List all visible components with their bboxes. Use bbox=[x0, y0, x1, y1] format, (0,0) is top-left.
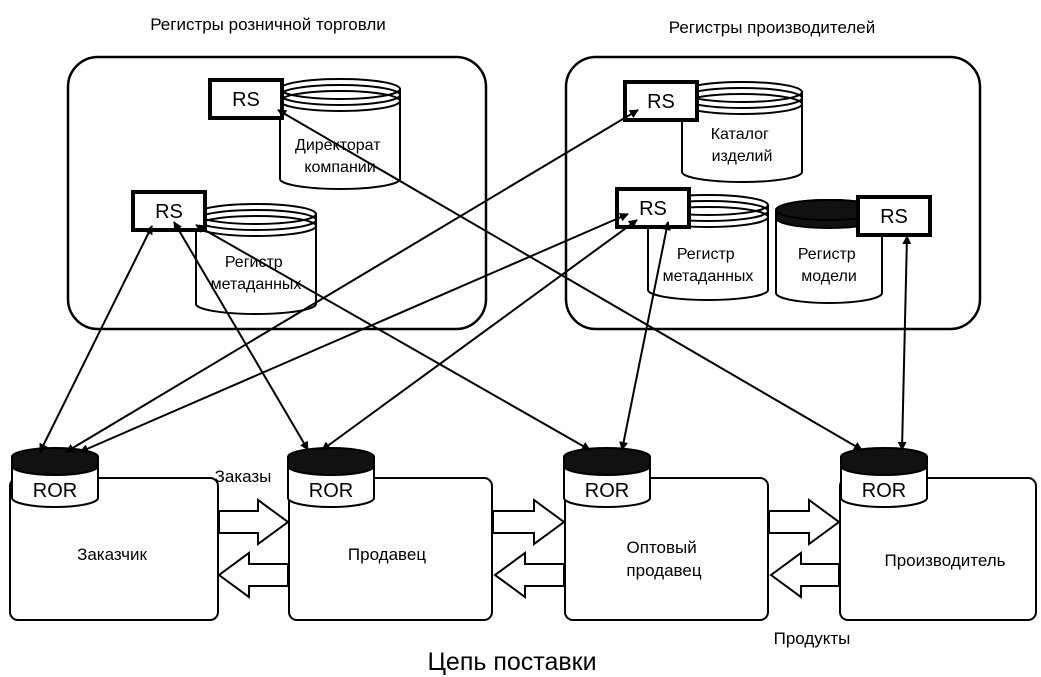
ror-label: ROR bbox=[33, 480, 77, 502]
svg-text:Оптовый продавец: Оптовый продавец bbox=[626, 538, 701, 580]
product-arrow-wholesaler-seller bbox=[493, 551, 565, 599]
flow-arrows bbox=[217, 498, 841, 599]
product-catalog-line1: Каталог bbox=[711, 126, 769, 143]
connection-arrow bbox=[277, 109, 863, 451]
manufacturer-box: Производитель bbox=[839, 477, 1037, 621]
ror-label: ROR bbox=[309, 480, 353, 502]
company-directory-registry: Директорат компании bbox=[279, 78, 401, 190]
connection-arrow bbox=[619, 221, 671, 451]
connection-arrow bbox=[897, 235, 912, 451]
product-catalog-registry: Каталог изделий bbox=[681, 81, 803, 183]
manufacturer-metadata-line2: метаданных bbox=[663, 268, 754, 285]
ror-label: ROR bbox=[862, 480, 906, 502]
wholesaler-label-line2: продавец bbox=[626, 561, 701, 580]
rs-label: RS bbox=[232, 89, 260, 111]
svg-text:Заказчик: Заказчик bbox=[77, 545, 147, 564]
model-registry-line2: модели bbox=[801, 268, 857, 285]
connections bbox=[39, 109, 912, 453]
seller-box: Продавец bbox=[288, 477, 493, 621]
product-catalog-line2: изделий bbox=[712, 148, 773, 165]
product-arrow-manufacturer-wholesaler bbox=[769, 551, 840, 599]
products-label: Продукты bbox=[774, 629, 851, 648]
wholesaler-box: Оптовый продавец bbox=[564, 477, 769, 621]
rs-label: RS bbox=[639, 198, 667, 220]
rs-box-retail-metadata: RS bbox=[131, 190, 207, 232]
manufacturer-registries-title: Регистры производителей bbox=[669, 18, 876, 37]
rs-box-product-catalog: RS bbox=[623, 80, 699, 122]
rs-box-manufacturer-metadata: RS bbox=[615, 187, 691, 229]
ror-customer: ROR bbox=[11, 447, 99, 508]
connection-arrow bbox=[79, 213, 629, 453]
svg-text:Производитель: Производитель bbox=[884, 551, 1005, 570]
ror-label: ROR bbox=[585, 480, 629, 502]
connection-arrow bbox=[195, 224, 591, 451]
order-arrow-customer-seller bbox=[218, 498, 290, 546]
ror-seller: ROR bbox=[287, 447, 375, 508]
retail-metadata-line1: Регистр bbox=[225, 254, 283, 271]
order-arrow-seller-wholesaler bbox=[492, 498, 566, 546]
supply-chain-caption: Цепь поставки bbox=[427, 648, 596, 676]
rs-label: RS bbox=[880, 206, 908, 228]
rs-box-company-directory: RS bbox=[208, 78, 284, 120]
svg-text:Продавец: Продавец bbox=[348, 545, 426, 564]
connection-arrow bbox=[39, 225, 153, 453]
customer-label: Заказчик bbox=[77, 545, 147, 564]
connection-arrow bbox=[321, 219, 638, 451]
rs-label: RS bbox=[647, 91, 675, 113]
customer-box: Заказчик bbox=[9, 477, 219, 621]
wholesaler-label-line1: Оптовый bbox=[627, 538, 697, 557]
seller-label: Продавец bbox=[348, 545, 426, 564]
rs-box-model-registry: RS bbox=[856, 195, 932, 237]
model-registry-line1: Регистр bbox=[798, 246, 856, 263]
retail-registries-title: Регистры розничной торговли bbox=[150, 15, 386, 34]
order-arrow-wholesaler-manufacturer bbox=[768, 498, 841, 546]
manufacturer-label: Производитель bbox=[884, 551, 1005, 570]
orders-label: Заказы bbox=[215, 467, 272, 486]
ror-wholesaler: ROR bbox=[563, 447, 651, 508]
product-arrow-seller-customer bbox=[217, 551, 289, 599]
rs-label: RS bbox=[155, 201, 183, 223]
ror-manufacturer: ROR bbox=[840, 447, 928, 508]
manufacturer-metadata-line1: Регистр bbox=[677, 246, 735, 263]
